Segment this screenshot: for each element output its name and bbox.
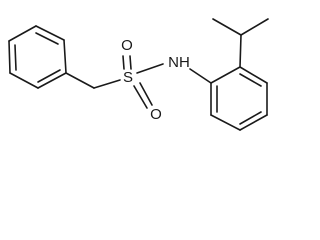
ring-a-bond-5 <box>8 40 11 74</box>
benzyl-phenyl-ring <box>8 25 67 89</box>
sulfur-to-nitrogen-bond <box>136 63 164 74</box>
ring-b-bond-1 <box>210 66 241 84</box>
isopropylphenyl-ring <box>210 66 268 131</box>
ring-b-inner-bond-1 <box>239 73 262 87</box>
sulfonyl-group: S O O <box>121 37 162 123</box>
oxygen-top-atom-label: O <box>121 37 133 54</box>
s-o-top-double-bond-a <box>122 55 125 70</box>
ring-a-bond-1 <box>35 25 65 41</box>
s-o-bottom-double-bond-a <box>133 85 148 109</box>
ring-a-bond-3 <box>37 72 67 89</box>
s-o-top-double-bond-b <box>129 55 132 70</box>
ring-a-bond-4 <box>9 72 39 89</box>
nitrogen-to-ring-bond <box>189 68 212 84</box>
ring-b-bond-5 <box>210 114 241 131</box>
ring-to-ch2-bond <box>65 72 95 89</box>
isopropyl-methyl-right-bond <box>240 18 269 36</box>
molecule-structure-diagram: S O O NH <box>8 18 269 131</box>
ring-a-inner-bond-2 <box>37 69 61 83</box>
oxygen-bottom-atom-label: O <box>150 106 162 123</box>
ring-b-bond-2 <box>239 66 268 84</box>
ring-b-bond-4 <box>239 114 268 131</box>
s-o-bottom-double-bond-b <box>139 82 153 106</box>
isopropyl-methyl-left-bond <box>212 18 242 36</box>
isopropyl-group <box>212 18 269 68</box>
sulfur-atom-label: S <box>123 69 133 86</box>
ring-a-inner-bond-1 <box>35 32 59 45</box>
ring-a-bond-2 <box>63 39 67 74</box>
nitrogen-atom-label: NH <box>168 54 190 71</box>
ch2-to-sulfur-bond <box>93 79 121 89</box>
ring-a-inner-bond-3 <box>14 44 17 71</box>
ring-b-inner-bond-2 <box>239 111 262 125</box>
ring-a-bond-6 <box>8 25 37 42</box>
ring-to-isopropyl-ch-bond <box>239 34 242 68</box>
